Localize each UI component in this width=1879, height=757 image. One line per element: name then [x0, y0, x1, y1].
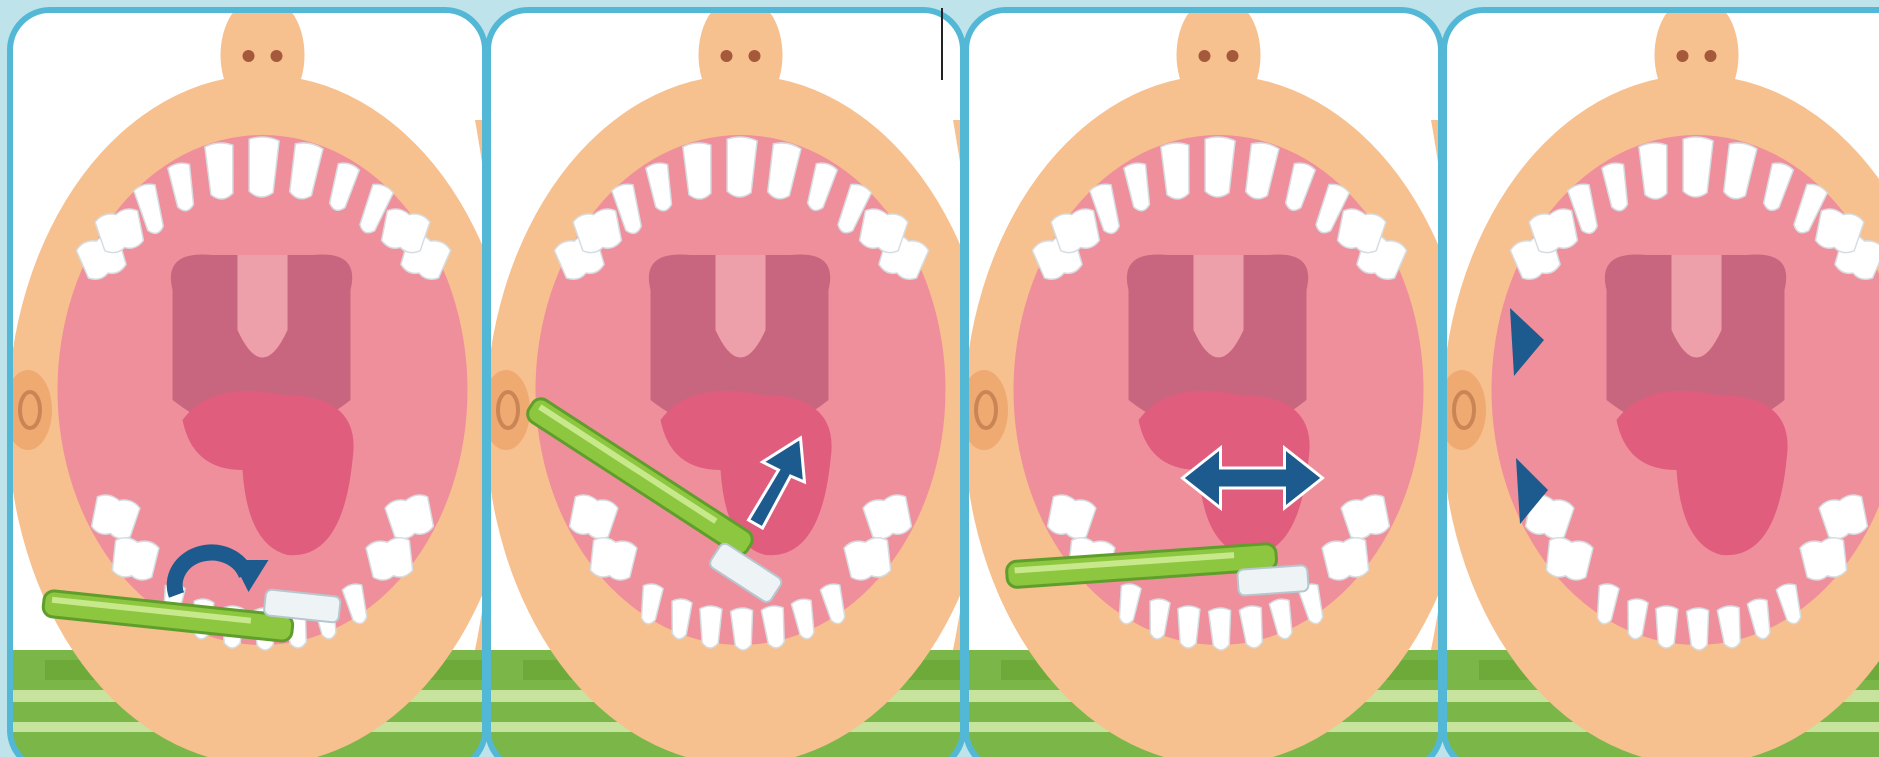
uvula: [716, 255, 766, 358]
uvula: [1672, 255, 1722, 358]
uvula: [238, 255, 288, 358]
nostril: [721, 50, 733, 62]
panel-step-4: [1438, 0, 1879, 757]
nostril: [749, 50, 761, 62]
tooth: [1655, 606, 1678, 648]
molar-tooth: [1544, 536, 1594, 582]
tooth: [1202, 136, 1235, 198]
molar-tooth: [843, 536, 893, 582]
nostril: [1227, 50, 1239, 62]
panel-step-1: [4, 0, 520, 757]
nostril: [1199, 50, 1211, 62]
nostril: [1705, 50, 1717, 62]
tooth: [246, 136, 279, 198]
molar-tooth: [588, 536, 638, 582]
tooth: [1177, 606, 1200, 648]
molar-tooth: [110, 536, 160, 582]
tooth: [724, 136, 757, 198]
tooth: [1680, 136, 1713, 198]
toothbrush-bristles: [1237, 565, 1309, 596]
molar-tooth: [1321, 536, 1371, 582]
panel-step-2: [482, 0, 998, 757]
uvula: [1194, 255, 1244, 358]
panel-step-3: [960, 0, 1476, 757]
nostril: [271, 50, 283, 62]
tooth: [699, 606, 722, 648]
nostril: [243, 50, 255, 62]
molar-tooth: [1799, 536, 1849, 582]
nostril: [1677, 50, 1689, 62]
molar-tooth: [365, 536, 415, 582]
